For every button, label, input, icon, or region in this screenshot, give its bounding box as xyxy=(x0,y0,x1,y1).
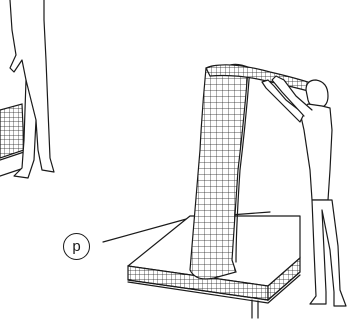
left-mattress xyxy=(0,104,24,158)
person-legs xyxy=(310,200,346,306)
person-torso xyxy=(300,104,332,200)
bed-leg xyxy=(252,300,258,318)
left-scene xyxy=(0,0,54,178)
step-label: p xyxy=(63,233,90,260)
step-letter: p xyxy=(72,239,80,254)
